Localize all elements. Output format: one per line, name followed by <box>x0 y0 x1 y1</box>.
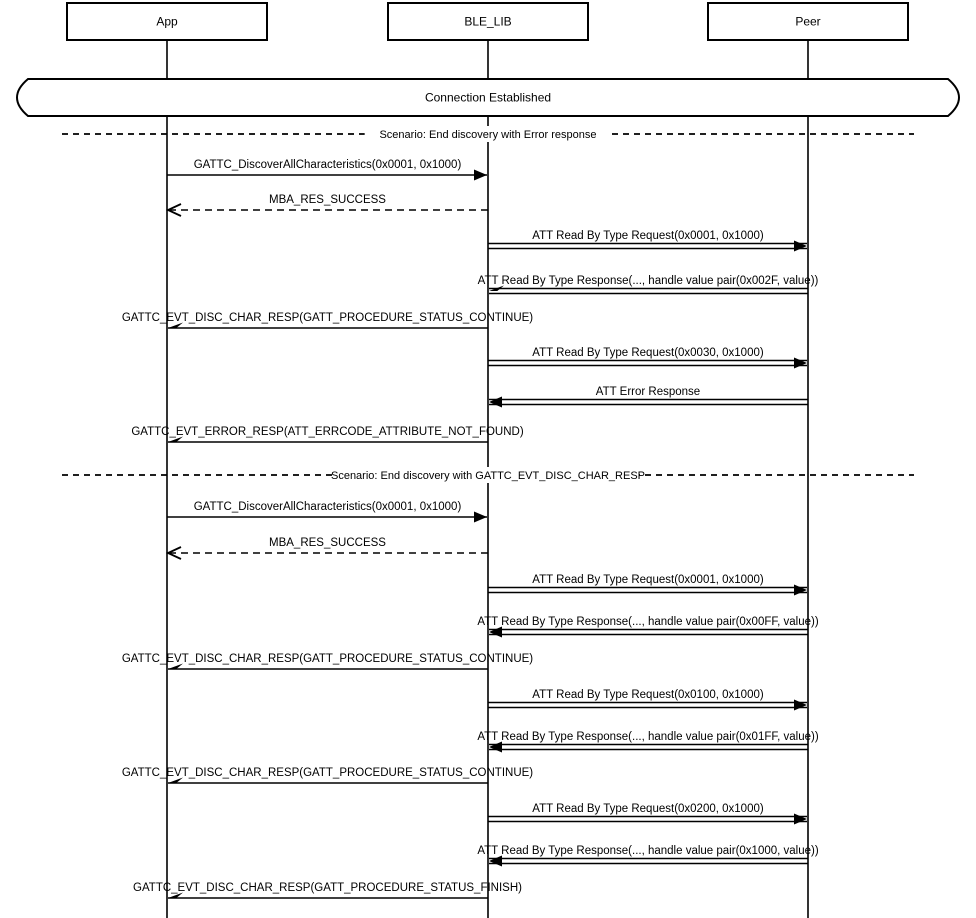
message-m8[interactable]: GATTC_EVT_ERROR_RESP(ATT_ERRCODE_ATTRIBU… <box>131 426 524 443</box>
message-label-m3: ATT Read By Type Request(0x0001, 0x1000) <box>532 230 764 242</box>
message-label-m7: ATT Error Response <box>596 386 700 398</box>
message-m2[interactable]: MBA_RES_SUCCESS <box>165 194 488 217</box>
message-label-m17: ATT Read By Type Request(0x0200, 0x1000) <box>532 803 764 815</box>
arrowhead-m1 <box>474 169 487 181</box>
message-label-m8: GATTC_EVT_ERROR_RESP(ATT_ERRCODE_ATTRIBU… <box>131 426 523 438</box>
message-label-m18: ATT Read By Type Response(..., handle va… <box>477 845 819 857</box>
participants-layer: App BLE_LIB Peer <box>66 2 909 41</box>
arrowhead-m15 <box>489 741 502 753</box>
notes-layer: Connection Established <box>16 78 960 117</box>
participant-box-app <box>66 2 268 41</box>
message-m5[interactable]: GATTC_EVT_DISC_CHAR_RESP(GATT_PROCEDURE_… <box>122 312 533 329</box>
message-m19[interactable]: GATTC_EVT_DISC_CHAR_RESP(GATT_PROCEDURE_… <box>133 882 522 899</box>
message-m17[interactable]: ATT Read By Type Request(0x0200, 0x1000) <box>488 803 807 825</box>
arrowhead-m19 <box>168 892 183 898</box>
message-label-m6: ATT Read By Type Request(0x0030, 0x1000) <box>532 347 764 359</box>
participant-box-peer <box>707 2 909 41</box>
messages-layer: GATTC_DiscoverAllCharacteristics(0x0001,… <box>122 159 819 899</box>
message-label-m1: GATTC_DiscoverAllCharacteristics(0x0001,… <box>194 159 462 171</box>
note-connection-established: Connection Established <box>16 78 960 117</box>
message-m12[interactable]: ATT Read By Type Response(..., handle va… <box>477 616 819 638</box>
arrowhead-m11 <box>794 584 807 596</box>
arrowhead-m13 <box>168 663 183 669</box>
message-m14[interactable]: ATT Read By Type Request(0x0100, 0x1000) <box>488 689 807 711</box>
message-label-m2: MBA_RES_SUCCESS <box>269 194 386 206</box>
arrowhead-m2 <box>165 203 182 217</box>
separators-layer: Scenario: End discovery with Error respo… <box>62 126 914 483</box>
participant-label-peer: Peer <box>795 15 820 29</box>
arrowhead-m4 <box>489 285 504 291</box>
message-m1[interactable]: GATTC_DiscoverAllCharacteristics(0x0001,… <box>167 159 487 181</box>
arrowhead-m10 <box>165 546 182 560</box>
message-label-m19: GATTC_EVT_DISC_CHAR_RESP(GATT_PROCEDURE_… <box>133 882 522 894</box>
message-m3[interactable]: ATT Read By Type Request(0x0001, 0x1000) <box>488 230 807 252</box>
separator-label-sep-2: Scenario: End discovery with GATTC_EVT_D… <box>331 470 645 482</box>
message-m18[interactable]: ATT Read By Type Response(..., handle va… <box>477 845 819 867</box>
message-m10[interactable]: MBA_RES_SUCCESS <box>165 537 488 560</box>
note-label-connection-established: Connection Established <box>425 91 551 105</box>
participant-blelib[interactable]: BLE_LIB <box>387 2 589 41</box>
message-label-m16: GATTC_EVT_DISC_CHAR_RESP(GATT_PROCEDURE_… <box>122 767 533 779</box>
separator-label-backdrop-sep-1 <box>364 126 612 142</box>
participant-label-app: App <box>156 15 178 29</box>
arrowhead-m12 <box>489 626 502 638</box>
separator-sep-1: Scenario: End discovery with Error respo… <box>62 126 914 142</box>
message-label-m10: MBA_RES_SUCCESS <box>269 537 386 549</box>
participant-app[interactable]: App <box>66 2 268 41</box>
message-label-m11: ATT Read By Type Request(0x0001, 0x1000) <box>532 574 764 586</box>
message-m16[interactable]: GATTC_EVT_DISC_CHAR_RESP(GATT_PROCEDURE_… <box>122 767 533 784</box>
separator-label-sep-1: Scenario: End discovery with Error respo… <box>379 129 596 141</box>
message-m7[interactable]: ATT Error Response <box>489 386 808 408</box>
message-label-m15: ATT Read By Type Response(..., handle va… <box>477 731 819 743</box>
message-label-m5: GATTC_EVT_DISC_CHAR_RESP(GATT_PROCEDURE_… <box>122 312 533 324</box>
message-m13[interactable]: GATTC_EVT_DISC_CHAR_RESP(GATT_PROCEDURE_… <box>122 653 533 670</box>
message-m15[interactable]: ATT Read By Type Response(..., handle va… <box>477 731 819 753</box>
arrowhead-m5 <box>168 322 183 328</box>
arrowhead-m17 <box>794 813 807 825</box>
participant-label-blelib: BLE_LIB <box>464 15 511 29</box>
arrowhead-m3 <box>794 240 807 252</box>
message-label-m12: ATT Read By Type Response(..., handle va… <box>477 616 819 628</box>
message-label-m14: ATT Read By Type Request(0x0100, 0x1000) <box>532 689 764 701</box>
arrowhead-m18 <box>489 855 502 867</box>
message-label-m4: ATT Read By Type Response(..., handle va… <box>478 275 819 287</box>
message-m11[interactable]: ATT Read By Type Request(0x0001, 0x1000) <box>488 574 807 596</box>
message-label-m9: GATTC_DiscoverAllCharacteristics(0x0001,… <box>194 501 462 513</box>
arrowhead-m6 <box>794 357 807 369</box>
arrowhead-m8 <box>168 436 183 442</box>
participant-box-blelib <box>387 2 589 41</box>
message-m6[interactable]: ATT Read By Type Request(0x0030, 0x1000) <box>488 347 807 369</box>
arrowhead-m9 <box>474 511 487 523</box>
separator-sep-2: Scenario: End discovery with GATTC_EVT_D… <box>62 467 914 483</box>
message-m4[interactable]: ATT Read By Type Response(..., handle va… <box>478 275 819 295</box>
message-m9[interactable]: GATTC_DiscoverAllCharacteristics(0x0001,… <box>167 501 487 523</box>
note-shape-connection-established <box>16 78 960 117</box>
arrowhead-m16 <box>168 777 183 783</box>
message-label-m13: GATTC_EVT_DISC_CHAR_RESP(GATT_PROCEDURE_… <box>122 653 533 665</box>
arrowhead-m14 <box>794 699 807 711</box>
arrowhead-m7 <box>489 396 502 408</box>
separator-label-backdrop-sep-2 <box>336 467 640 483</box>
participant-peer[interactable]: Peer <box>707 2 909 41</box>
